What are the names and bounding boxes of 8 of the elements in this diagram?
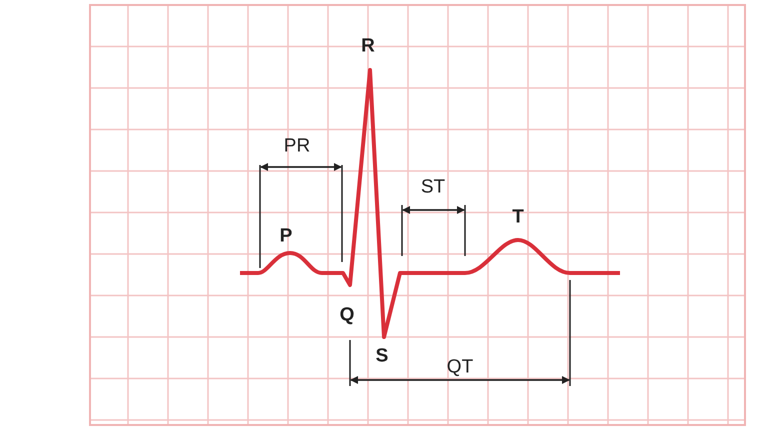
interval-label: PR: [284, 136, 310, 156]
wave-label: T: [512, 208, 524, 226]
wave-label: R: [361, 36, 375, 56]
wave-label: S: [376, 346, 388, 366]
wave-label: P: [280, 226, 292, 246]
interval-label: ST: [420, 178, 446, 196]
interval-label: QT: [446, 358, 474, 376]
wave-label: Q: [340, 306, 354, 324]
